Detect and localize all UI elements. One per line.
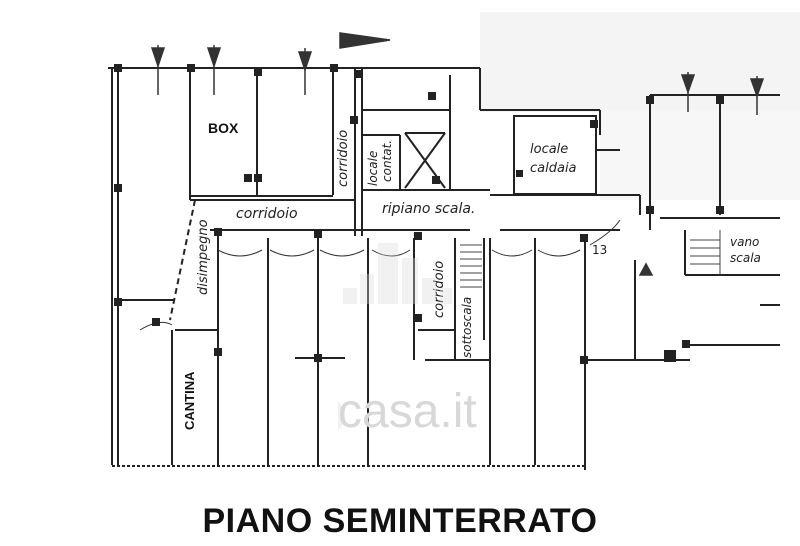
locale-caldaia-label-2: caldaia — [530, 161, 577, 176]
vano-scala-label-2: scala — [730, 251, 761, 265]
room-number-label: 13 — [592, 243, 608, 257]
locale-caldaia-label-1: locale — [530, 142, 569, 157]
corridoio-top-label: corridoio — [336, 129, 351, 187]
speckle-hatching — [480, 12, 800, 200]
ripiano-scala-label: ripiano scala. — [382, 201, 476, 217]
column-markers — [114, 64, 724, 364]
box-label: BOX — [208, 120, 239, 136]
casa-logo-watermark — [338, 243, 452, 431]
corridoio-horizontal-label: corridoio — [236, 206, 298, 222]
watermark-text: casa.it — [338, 385, 477, 438]
plan-walls — [108, 67, 780, 470]
stair-steps — [460, 230, 721, 288]
locale-contat-label-1: locale — [366, 150, 380, 186]
disimpegno-label: disimpegno — [196, 219, 211, 295]
locale-contat-label-2: contat. — [380, 139, 394, 182]
door-arcs — [139, 219, 621, 331]
page-title: PIANO SEMINTERRATO — [202, 502, 598, 540]
vano-scala-label-1: vano — [730, 235, 760, 249]
cantina-label: CANTINA — [182, 371, 197, 431]
north-arrows — [150, 32, 765, 276]
